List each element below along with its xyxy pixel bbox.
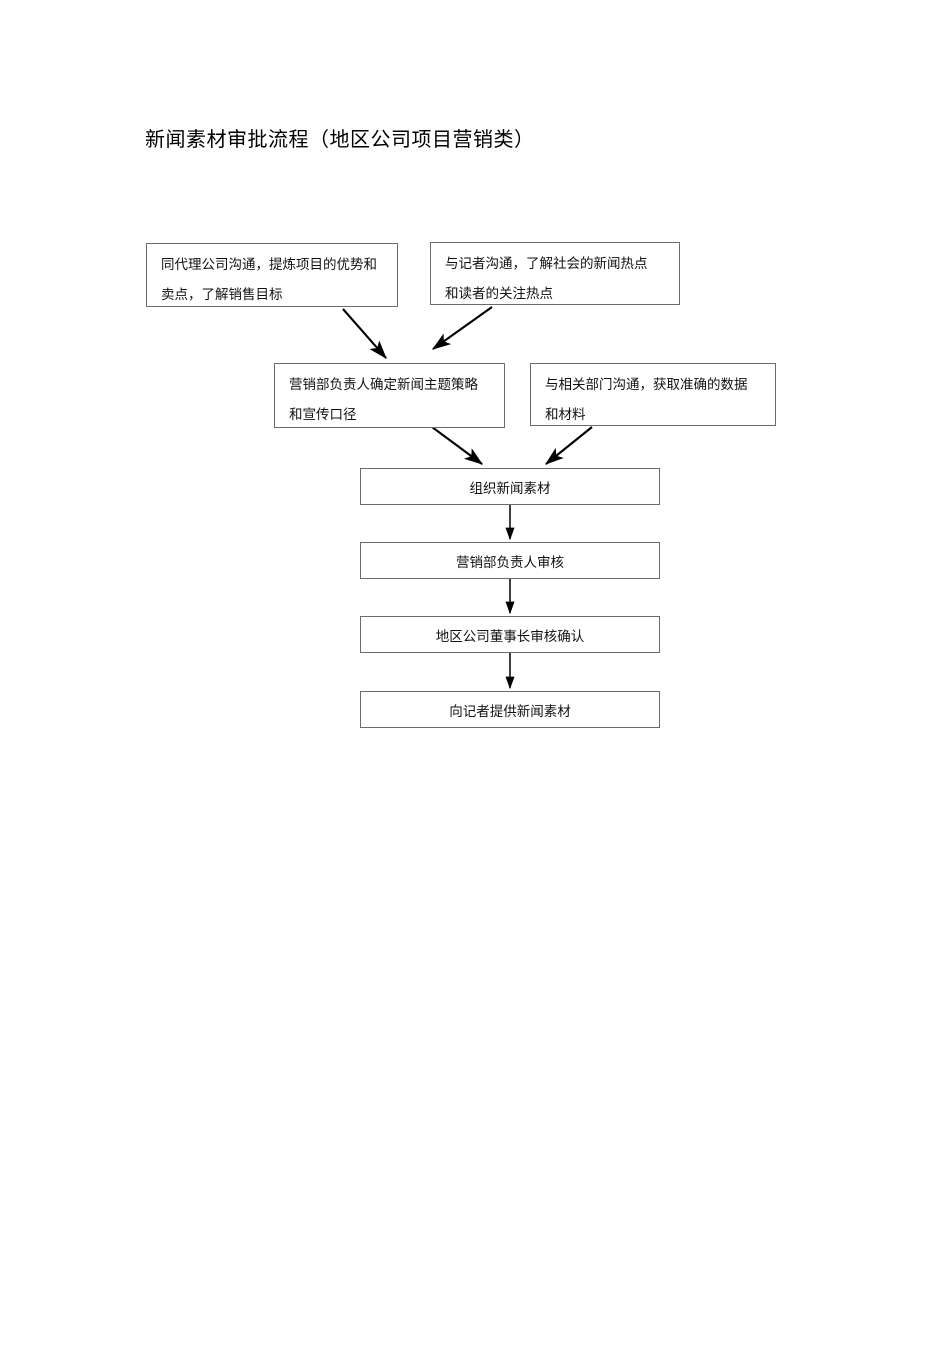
edge-reporter-to-theme	[431, 306, 493, 350]
flow-node-department-data[interactable]: 与相关部门沟通，获取准确的数据 和材料	[530, 363, 776, 426]
flow-node-organize-material[interactable]: 组织新闻素材	[360, 468, 660, 505]
flow-node-line: 和宣传口径	[289, 407, 357, 422]
flow-node-line: 组织新闻素材	[469, 480, 551, 496]
flow-node-line: 卖点，了解销售目标	[161, 287, 283, 302]
flow-node-chairman-approval[interactable]: 地区公司董事长审核确认	[360, 616, 660, 653]
flow-node-line: 向记者提供新闻素材	[449, 703, 571, 719]
edge-department-to-organize	[545, 426, 593, 465]
flow-node-provide-material[interactable]: 向记者提供新闻素材	[360, 691, 660, 728]
flow-node-line: 和读者的关注热点	[445, 286, 553, 301]
flow-node-reporter-communication[interactable]: 与记者沟通，了解社会的新闻热点 和读者的关注热点	[430, 242, 680, 305]
flow-node-agency-communication[interactable]: 同代理公司沟通，提炼项目的优势和 卖点，了解销售目标	[146, 243, 398, 307]
flow-node-marketing-review[interactable]: 营销部负责人审核	[360, 542, 660, 579]
edge-agency-to-theme	[342, 308, 387, 359]
flow-node-theme-strategy[interactable]: 营销部负责人确定新闻主题策略 和宣传口径	[274, 363, 505, 428]
flow-node-line: 营销部负责人确定新闻主题策略	[289, 377, 478, 392]
flow-node-line: 营销部负责人审核	[456, 554, 564, 570]
page-title: 新闻素材审批流程（地区公司项目营销类）	[145, 129, 535, 151]
flow-node-line: 与相关部门沟通，获取准确的数据	[545, 377, 748, 392]
flow-node-line: 与记者沟通，了解社会的新闻热点	[445, 256, 648, 271]
flow-node-line: 和材料	[545, 407, 586, 422]
flow-node-line: 地区公司董事长审核确认	[435, 628, 585, 644]
flow-node-line: 同代理公司沟通，提炼项目的优势和	[161, 257, 377, 272]
edge-theme-to-organize	[431, 426, 484, 465]
